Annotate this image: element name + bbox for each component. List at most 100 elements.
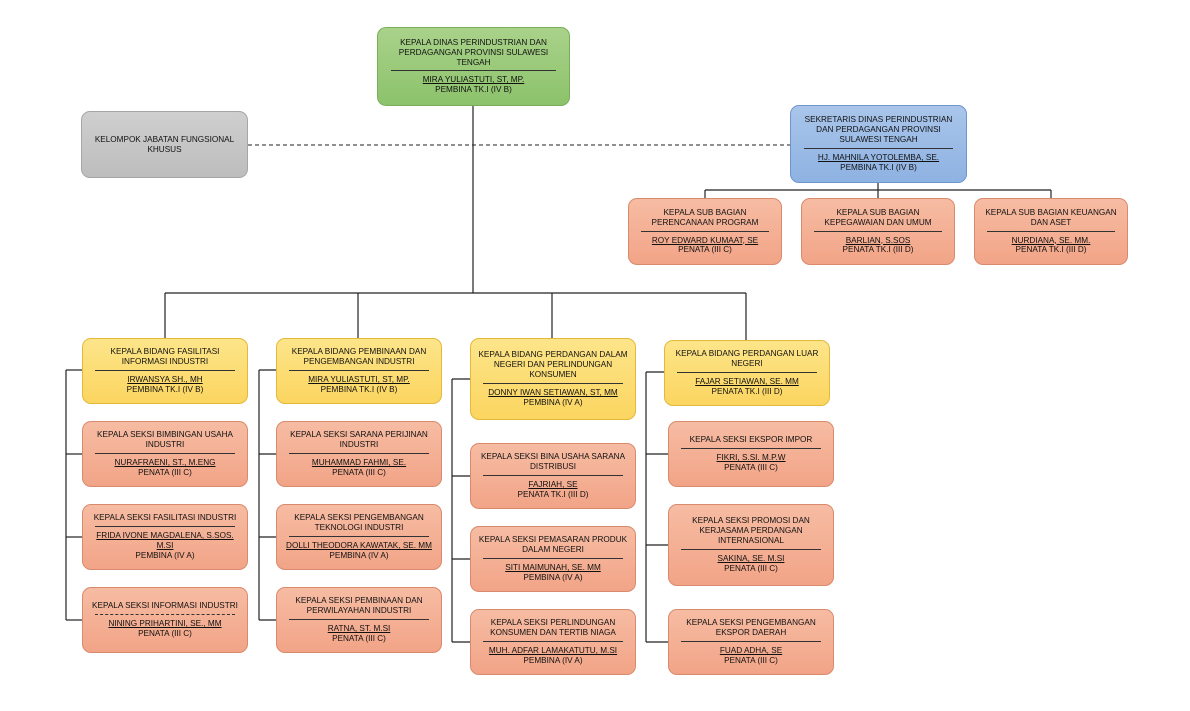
seksi-title: KEPALA SEKSI BINA USAHA SARANA DISTRIBUS…: [480, 452, 626, 472]
subbag-title: KEPALA SUB BAGIAN KEPEGAWAIAN DAN UMUM: [824, 207, 932, 227]
divider: [803, 147, 954, 149]
seksi-name: RATNA, ST. M.Si: [327, 624, 391, 633]
seksi-box: KEPALA SEKSI PENGEMBANGAN TEKNOLOGI INDU…: [276, 504, 442, 570]
seksi-rank: PEMBINA (IV A): [329, 550, 389, 560]
bidang-box-foreign-trade: KEPALA BIDANG PERDANGAN LUAR NEGERI FAJA…: [664, 340, 830, 406]
seksi-box: KEPALA SEKSI PENGEMBANGAN EKSPOR DAERAH …: [668, 609, 834, 675]
seksi-rank: PENATA (III C): [138, 467, 192, 477]
subbag-name: BARLIAN, S.Sos: [845, 235, 911, 245]
seksi-box: KEPALA SEKSI INFORMASI INDUSTRI NINING P…: [82, 587, 248, 653]
subbag-box-finance: KEPALA SUB BAGIAN KEUANGAN DAN ASET NURD…: [974, 198, 1128, 265]
divider: [986, 230, 1116, 232]
seksi-rank: PENATA (III C): [724, 462, 778, 472]
divider: [640, 230, 770, 232]
divider: [483, 558, 623, 559]
seksi-rank: PENATA (III C): [138, 628, 192, 638]
divider: [95, 370, 235, 371]
head-name: MIRA YULIASTUTI, ST, MP.: [422, 75, 525, 85]
seksi-box: KEPALA SEKSI FASILITASI INDUSTRI FRIDA I…: [82, 504, 248, 570]
subbag-box-planning: KEPALA SUB BAGIAN PERENCANAAN PROGRAM RO…: [628, 198, 782, 265]
bidang-title: KEPALA BIDANG PERDANGAN DALAM NEGERI DAN…: [478, 350, 628, 380]
divider: [95, 614, 235, 616]
secretary-box: SEKRETARIS DINAS PERINDUSTRIAN DAN PERDA…: [790, 105, 967, 183]
bidang-box-industry-info: KEPALA BIDANG FASILITASI INFORMASI INDUS…: [82, 338, 248, 404]
seksi-rank: PENATA (III C): [724, 563, 778, 573]
divider: [681, 641, 821, 642]
divider: [95, 453, 235, 454]
seksi-title: KEPALA SEKSI INFORMASI INDUSTRI: [92, 601, 238, 611]
seksi-rank: PENATA (III C): [724, 655, 778, 665]
seksi-box: KEPALA SEKSI SARANA PERIJINAN INDUSTRI M…: [276, 421, 442, 487]
divider: [681, 548, 821, 550]
head-rank: PEMBINA Tk.I (IV B): [435, 85, 512, 95]
divider: [289, 453, 429, 454]
divider: [95, 526, 235, 528]
divider: [289, 619, 429, 620]
subbag-name: NURDIANA, SE. MM.: [1011, 235, 1091, 245]
bidang-name: IRWANSYA SH., MH: [127, 375, 203, 384]
subbag-rank: PENATA (III C): [678, 245, 732, 255]
divider: [483, 641, 623, 642]
divider: [677, 372, 817, 373]
bidang-name: MIRA YULIASTUTI, ST, MP.: [308, 375, 410, 384]
seksi-name: MUHAMMAD FAHMI, SE.: [311, 458, 407, 467]
seksi-name: FIKRI, S.Si. M.P.W: [716, 453, 786, 463]
subbag-rank: PENATA Tk.I (III D): [1015, 245, 1087, 255]
seksi-rank: PENATA (III C): [332, 467, 386, 477]
bidang-rank: PEMBINA (IV A): [523, 397, 583, 407]
seksi-title: KEPALA SEKSI SARANA PERIJINAN INDUSTRI: [290, 430, 428, 450]
seksi-rank: PENATA (III C): [332, 633, 386, 643]
bidang-title: KEPALA BIDANG PEMBINAAN DAN PENGEMBANGAN…: [291, 347, 427, 367]
secretary-rank: PEMBINA Tk.I (IV B): [840, 162, 917, 172]
seksi-box: KEPALA SEKSI PERLINDUNGAN KONSUMEN DAN T…: [470, 609, 636, 675]
functional-group-box: KELOMPOK JABATAN FUNGSIONAL KHUSUS: [81, 111, 248, 178]
seksi-rank: PENATA Tk.I (III D): [517, 489, 589, 499]
seksi-box: KEPALA SEKSI BIMBINGAN USAHA INDUSTRI NU…: [82, 421, 248, 487]
head-of-office-box: KEPALA DINAS PERINDUSTRIAN DAN PERDAGANG…: [377, 27, 570, 106]
seksi-name: SITI MAIMUNAH, SE. MM: [505, 563, 601, 572]
divider: [289, 536, 429, 537]
seksi-name: DOLLI THEODORA KAWATAK, SE. MM: [286, 541, 432, 550]
subbag-name: ROY EDWARD KUMAAT, SE: [651, 235, 759, 245]
subbag-rank: PENATA Tk.I (III D): [842, 245, 914, 255]
divider: [289, 370, 429, 371]
subbag-title: KEPALA SUB BAGIAN PERENCANAAN PROGRAM: [651, 207, 759, 227]
head-title: KEPALA DINAS PERINDUSTRIAN DAN PERDAGANG…: [398, 37, 549, 67]
seksi-box: KEPALA SEKSI PEMBINAAN DAN PERWILAYAHAN …: [276, 587, 442, 653]
seksi-title: KEPALA SEKSI PENGEMBANGAN EKSPOR DAERAH: [686, 618, 816, 638]
seksi-name: FUAD ADHA, SE: [719, 646, 783, 655]
divider: [483, 382, 623, 384]
seksi-rank: PEMBINA (IV A): [523, 572, 583, 582]
bidang-rank: PEMBINA Tk.I (IV B): [126, 384, 204, 394]
bidang-name: FAJAR SETIAWAN, SE. MM: [695, 377, 799, 386]
seksi-name: NURAFRAENI, ST., M.Eng: [114, 458, 216, 467]
bidang-box-industry-dev: KEPALA BIDANG PEMBINAAN DAN PENGEMBANGAN…: [276, 338, 442, 404]
subbag-box-personnel: KEPALA SUB BAGIAN KEPEGAWAIAN DAN UMUM B…: [801, 198, 955, 265]
seksi-title: KEPALA SEKSI PERLINDUNGAN KONSUMEN DAN T…: [490, 618, 616, 638]
seksi-title: KEPALA SEKSI EKSPOR IMPOR: [689, 435, 813, 445]
seksi-rank: PEMBINA (IV A): [135, 550, 195, 560]
secretary-name: Hj. MAHNILA YOTOLEMBA, SE.: [817, 152, 940, 162]
secretary-title: SEKRETARIS DINAS PERINDUSTRIAN DAN PERDA…: [804, 115, 953, 145]
seksi-name: FRIDA IVONE MAGDALENA, S.Sos. M.Si: [96, 531, 234, 550]
bidang-rank: PENATA Tk.I (III D): [711, 386, 783, 396]
seksi-title: KEPALA SEKSI PROMOSI DAN KERJASAMA PERDA…: [692, 516, 810, 546]
divider: [391, 70, 556, 72]
bidang-title: KEPALA BIDANG PERDANGAN LUAR NEGERI: [675, 349, 819, 369]
seksi-title: KEPALA SEKSI PENGEMBANGAN TEKNOLOGI INDU…: [294, 513, 424, 533]
seksi-name: FAJRIAH, SE: [528, 480, 578, 489]
bidang-title: KEPALA BIDANG FASILITASI INFORMASI INDUS…: [110, 347, 220, 367]
seksi-box: KEPALA SEKSI BINA USAHA SARANA DISTRIBUS…: [470, 443, 636, 509]
seksi-name: NINING PRIHARTINI, SE., MM: [108, 619, 222, 629]
seksi-name: SAKINA, SE. M.Si: [717, 553, 785, 563]
seksi-title: KEPALA SEKSI BIMBINGAN USAHA INDUSTRI: [97, 430, 233, 450]
seksi-box: KEPALA SEKSI PROMOSI DAN KERJASAMA PERDA…: [668, 504, 834, 586]
seksi-rank: PEMBINA (IV A): [523, 655, 583, 665]
seksi-title: KEPALA SEKSI PEMBINAAN DAN PERWILAYAHAN …: [295, 596, 423, 616]
bidang-box-domestic-trade: KEPALA BIDANG PERDANGAN DALAM NEGERI DAN…: [470, 338, 636, 420]
seksi-title: KEPALA SEKSI PEMASARAN PRODUK DALAM NEGE…: [478, 535, 628, 555]
subbag-title: KEPALA SUB BAGIAN KEUANGAN DAN ASET: [985, 207, 1117, 227]
seksi-box: KEPALA SEKSI PEMASARAN PRODUK DALAM NEGE…: [470, 526, 636, 592]
bidang-name: DONNY IWAN SETIAWAN, ST, MM: [488, 387, 618, 397]
